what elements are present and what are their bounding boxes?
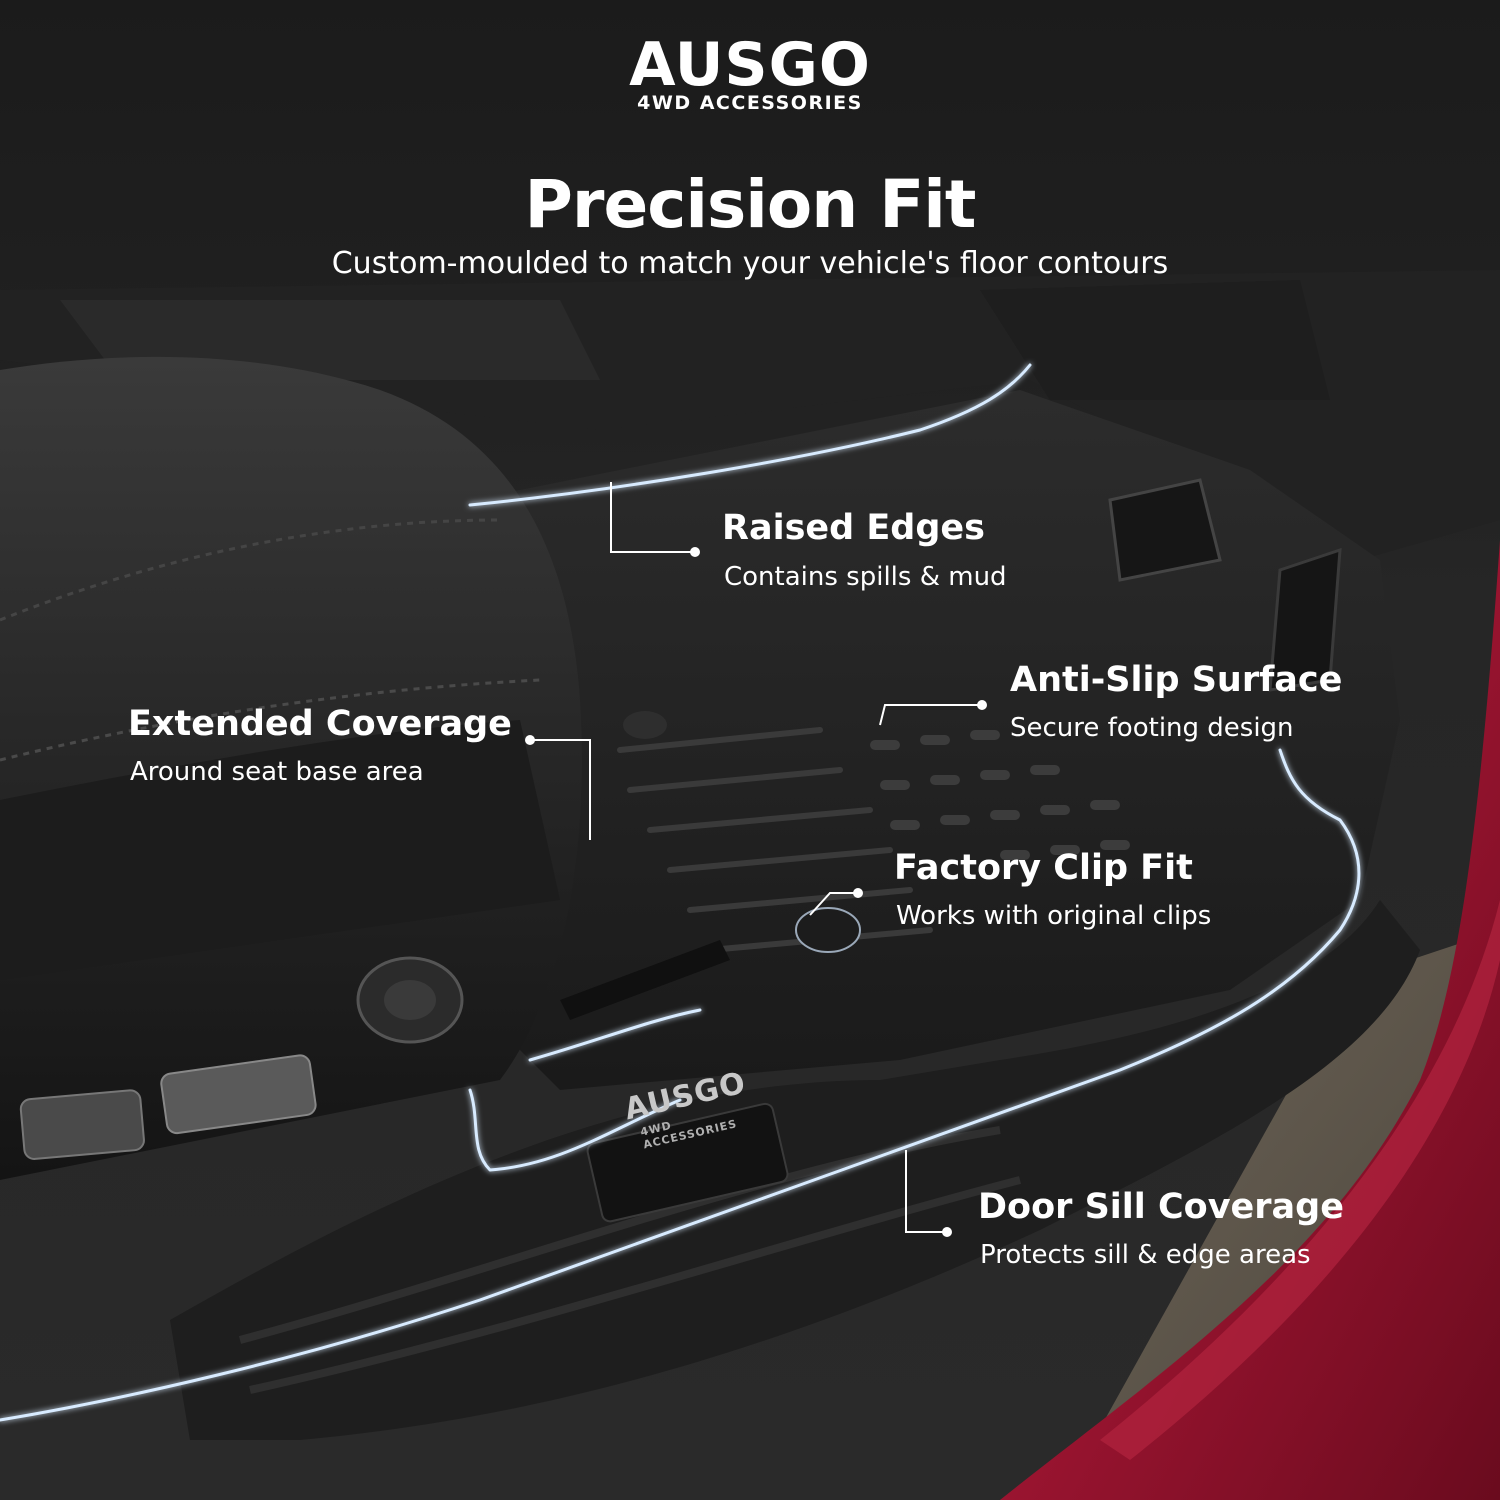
feature-desc-raised-edges: Contains spills & mud [724,562,1007,592]
feature-title-anti-slip: Anti-Slip Surface [1010,660,1343,700]
brand-logo: AUSGO [629,30,871,100]
brand-tagline: 4WD ACCESSORIES [637,92,863,114]
page-subtitle: Custom-moulded to match your vehicle's f… [331,246,1169,281]
feature-desc-door-sill: Protects sill & edge areas [980,1240,1311,1270]
feature-desc-anti-slip: Secure footing design [1010,713,1294,743]
feature-title-door-sill: Door Sill Coverage [978,1187,1344,1227]
feature-desc-factory-clip: Works with original clips [896,901,1212,931]
page-title: Precision Fit [524,166,977,243]
feature-title-raised-edges: Raised Edges [722,508,985,548]
feature-title-factory-clip: Factory Clip Fit [894,848,1193,888]
feature-title-extended-coverage: Extended Coverage [128,704,512,744]
feature-desc-extended-coverage: Around seat base area [130,757,424,787]
